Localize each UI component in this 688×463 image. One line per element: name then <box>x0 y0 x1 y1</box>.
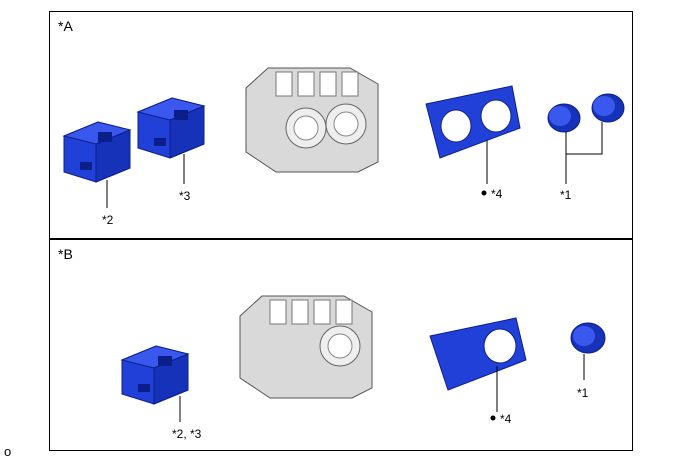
panel-bracket-part-a <box>245 67 379 173</box>
callout-a4: *4 <box>491 187 503 201</box>
panel-a: *A <box>49 11 633 239</box>
panel-b: *B <box>49 239 633 451</box>
switch-a3-part <box>136 97 206 159</box>
callout-b1: *1 <box>577 386 589 400</box>
leader-line-a1 <box>565 122 603 155</box>
callout-a3: *3 <box>179 189 191 203</box>
callout-a2: *2 <box>102 213 114 227</box>
panel-b-label: *B <box>58 246 73 262</box>
switch-b23-part <box>120 345 190 405</box>
callout-b4: *4 <box>500 412 512 426</box>
callout-b23: *2, *3 <box>172 427 202 441</box>
knob-part-a1 <box>547 103 581 133</box>
knob-part-a1b <box>591 93 625 123</box>
panel-b-illustration <box>120 295 606 422</box>
callout-a1: *1 <box>560 188 572 202</box>
callout-b4-dot <box>490 415 496 421</box>
panel-a-illustration <box>62 67 625 208</box>
knob-part-b1 <box>570 322 606 354</box>
callout-a4-dot <box>481 190 487 196</box>
blue-panel-part-a <box>425 85 521 159</box>
switch-a2-part <box>62 121 132 183</box>
blue-panel-part-b <box>429 317 527 391</box>
panel-a-label: *A <box>58 18 73 34</box>
footer-code: o <box>4 444 12 459</box>
panel-bracket-part-b <box>239 295 373 399</box>
